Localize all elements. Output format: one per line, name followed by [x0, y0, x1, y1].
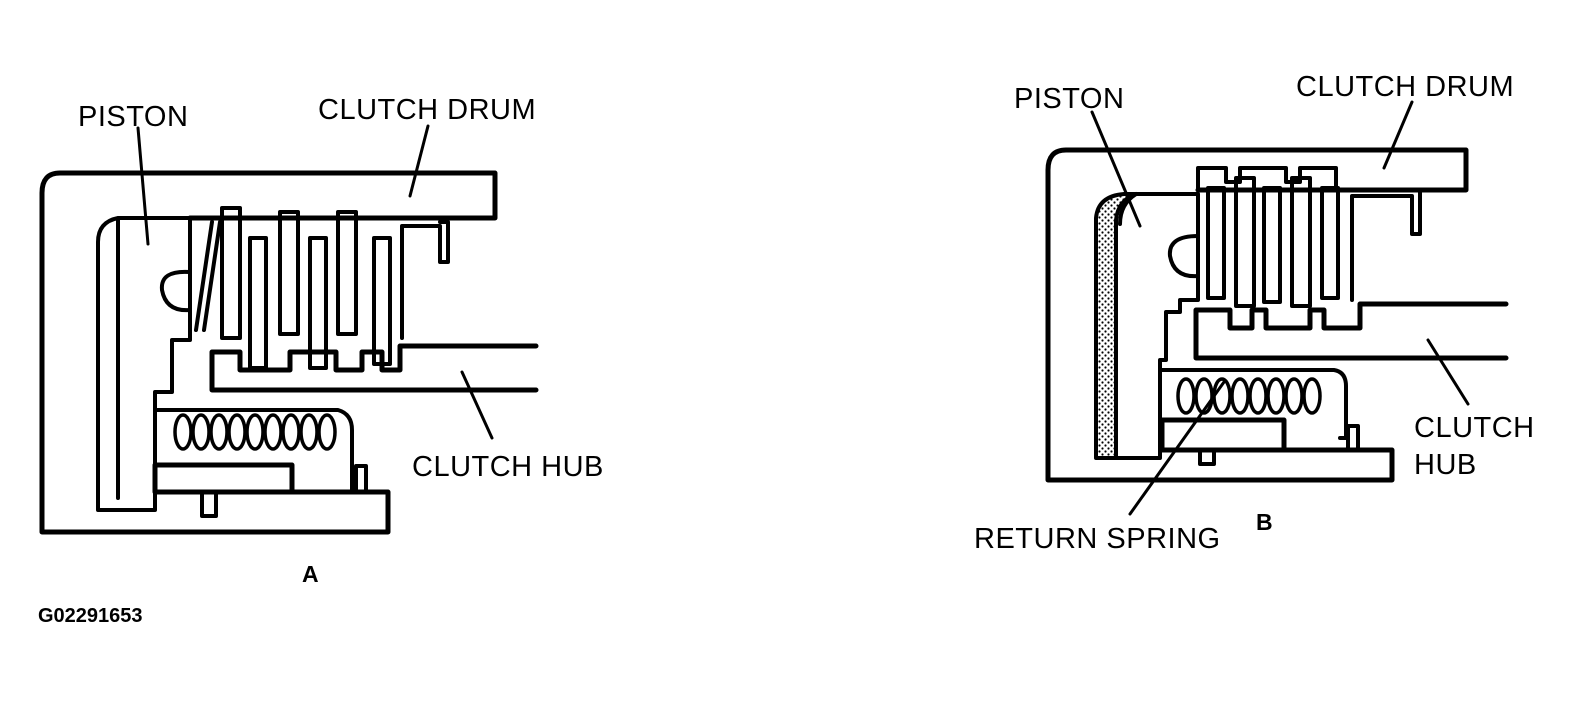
label-clutch-drum-b: CLUTCH DRUM [1296, 71, 1514, 103]
drum-end-b [1350, 188, 1422, 302]
snap-ring-b [1346, 424, 1360, 452]
clutch-hub-a [209, 343, 539, 393]
leader-clutch-hub-a [460, 370, 494, 440]
leader-clutch-hub-b [1426, 338, 1470, 406]
figure-id: G02291653 [38, 605, 143, 627]
spring-coils-a [173, 413, 337, 451]
clutch-plates-b [1206, 176, 1340, 308]
drum-end-a [400, 220, 450, 340]
piston-a [96, 216, 192, 512]
label-clutch-hub-b-line2: HUB [1414, 449, 1477, 481]
label-piston-a: PISTON [78, 101, 188, 133]
return-spring-a [153, 408, 354, 494]
label-return-spring-b: RETURN SPRING [974, 523, 1221, 555]
leader-return-spring-b [1128, 380, 1226, 516]
piston-bump-b [1167, 234, 1200, 279]
drum-splines-b [1196, 166, 1338, 192]
clutch-hub-b [1193, 301, 1509, 361]
label-clutch-hub-a: CLUTCH HUB [412, 451, 604, 483]
leader-clutch-drum-a [408, 124, 430, 198]
diagram-b: PISTON CLUTCH DRUM CLUTCH HUB RETURN SPR… [974, 71, 1535, 555]
diagram-a: PISTON CLUTCH DRUM CLUTCH HUB A [39, 94, 604, 587]
retainer-pin-b [1198, 448, 1216, 466]
label-piston-b: PISTON [1014, 83, 1124, 115]
dish-plate-a [194, 220, 222, 332]
retainer-pin-a [200, 490, 218, 518]
caption-a: A [302, 561, 319, 587]
label-clutch-drum-a: CLUTCH DRUM [318, 94, 536, 126]
leader-clutch-drum-b [1382, 100, 1414, 170]
caption-b: B [1256, 509, 1273, 535]
piston-seal-b [1094, 192, 1138, 460]
label-clutch-hub-b-line1: CLUTCH [1414, 412, 1535, 444]
spring-coils-b [1176, 377, 1322, 415]
piston-bump-a [159, 269, 192, 313]
snap-ring-a [354, 464, 368, 494]
return-spring-b [1158, 368, 1348, 440]
clutch-plates-a [220, 206, 392, 370]
leader-piston-b [1090, 110, 1142, 228]
leader-piston-a [136, 126, 150, 246]
